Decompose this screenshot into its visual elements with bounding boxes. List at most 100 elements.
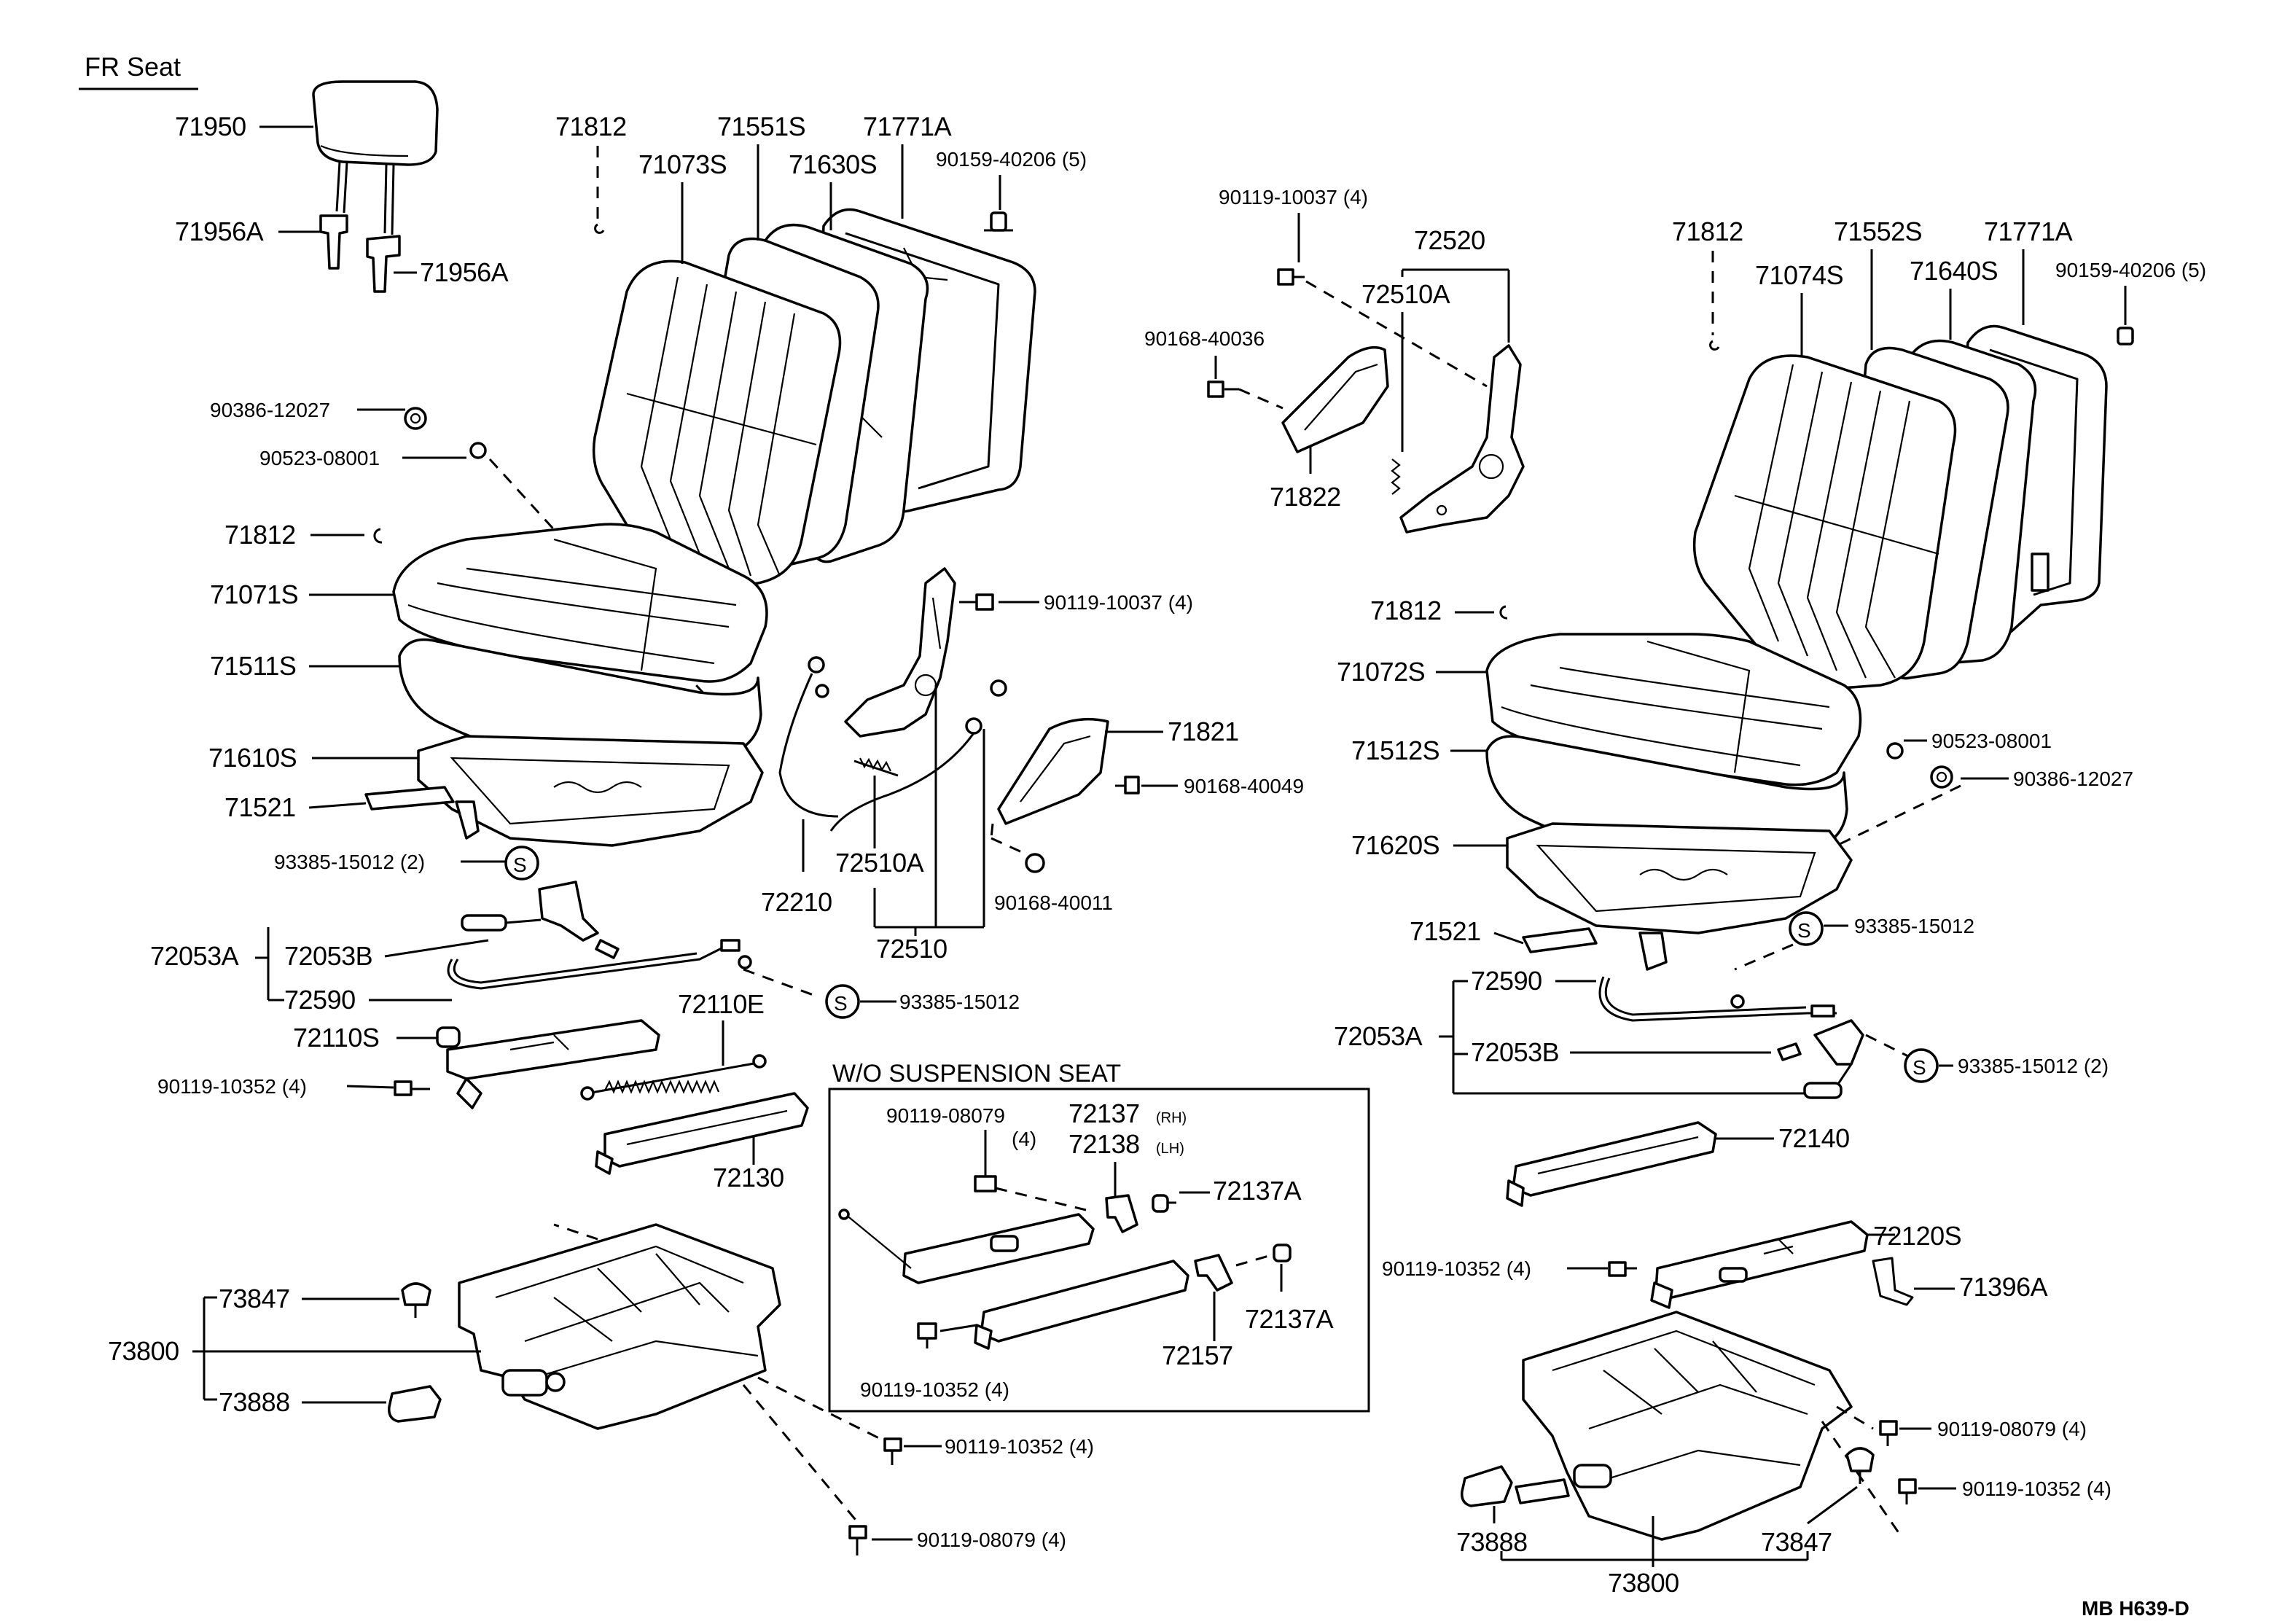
label-71771A-left: 71771A xyxy=(863,112,952,141)
label-71771A-right: 71771A xyxy=(1984,216,2073,246)
label-90119-10037-middle: 90119-10037 (4) xyxy=(1044,591,1193,614)
bolt-90119-08079-right xyxy=(1879,1420,1898,1446)
recliner-72520-top xyxy=(1399,344,1525,534)
washer-90523-left xyxy=(469,442,487,459)
seat-suspension-73800 xyxy=(458,1223,781,1430)
label-71521-right: 71521 xyxy=(1410,916,1481,946)
label-72590-left: 72590 xyxy=(284,985,356,1015)
bolt-90119-08079-bottom xyxy=(848,1525,867,1555)
label-73847-left: 73847 xyxy=(219,1284,290,1313)
label-71610S: 71610S xyxy=(208,743,297,773)
label-72110S: 72110S xyxy=(293,1023,379,1053)
knob-73888-right xyxy=(1461,1465,1570,1507)
label-72210: 72210 xyxy=(761,887,832,917)
label-72510: 72510 xyxy=(876,934,948,964)
bolt-90119-10037-top xyxy=(1277,268,1305,286)
strip-71521-right xyxy=(1522,927,1668,971)
seat-spring-frame-71620S-right xyxy=(1506,822,1853,934)
label-71821: 71821 xyxy=(1168,717,1239,746)
inset-label-72137A-2: 72137A xyxy=(1245,1304,1334,1334)
label-71812-top: 71812 xyxy=(555,112,627,141)
clip-71812-top xyxy=(594,223,605,234)
label-71630S: 71630S xyxy=(789,149,877,179)
label-71812-right-2: 71812 xyxy=(1370,596,1442,625)
label-71956A-1: 71956A xyxy=(175,216,264,246)
label-71620S: 71620S xyxy=(1351,830,1439,860)
label-71551S: 71551S xyxy=(717,112,805,141)
inset-label-72137A-1: 72137A xyxy=(1213,1176,1302,1206)
s-symbol-left-1: S xyxy=(504,846,539,881)
inset-bolt-90119-10352 xyxy=(917,1322,937,1348)
label-90119-10037-top: 90119-10037 (4) xyxy=(1219,186,1368,208)
label-73800-left: 73800 xyxy=(108,1336,179,1366)
seat-rail-72140 xyxy=(1506,1121,1717,1207)
spring-72110E xyxy=(580,1054,767,1101)
bolt-90119-10352-left xyxy=(394,1080,430,1096)
label-73888-left: 73888 xyxy=(219,1387,290,1417)
label-93385-right-1: 93385-15012 xyxy=(1854,915,1974,937)
label-73847-right: 73847 xyxy=(1761,1527,1832,1557)
label-71512S: 71512S xyxy=(1351,735,1439,765)
label-72140: 72140 xyxy=(1778,1123,1850,1153)
label-72053A-right: 72053A xyxy=(1334,1021,1423,1051)
drawing-code: MB H639-D xyxy=(2082,1597,2189,1620)
cover-71821 xyxy=(997,717,1109,825)
svg-text:S: S xyxy=(1797,919,1811,942)
bumper-73847-right xyxy=(1845,1447,1875,1484)
strip-71521-left xyxy=(364,786,480,840)
label-71822: 71822 xyxy=(1270,482,1341,512)
label-71396A: 71396A xyxy=(1959,1272,2048,1302)
label-90119-10352-right-2: 90119-10352 (4) xyxy=(1962,1477,2111,1500)
nut-90386-right xyxy=(1930,765,1953,789)
label-90159-left: 90159-40206 (5) xyxy=(936,148,1087,171)
bolt-90119-10352-right xyxy=(1608,1261,1637,1277)
label-72510A-top: 72510A xyxy=(1361,279,1450,309)
s-symbol-right-1: S xyxy=(1789,911,1824,946)
inset-bracket-72137 xyxy=(1105,1194,1138,1233)
label-90168-40049: 90168-40049 xyxy=(1184,775,1304,797)
label-93385-left-1: 93385-15012 (2) xyxy=(274,851,425,873)
inset-bolt-90119-08079 xyxy=(974,1159,997,1192)
seat-adjuster-72120S xyxy=(1650,1220,1869,1309)
label-90159-right: 90159-40206 (5) xyxy=(2055,259,2206,281)
headrest-guide-71956A-2 xyxy=(366,235,401,293)
label-72130: 72130 xyxy=(713,1163,784,1192)
label-90119-10352-left: 90119-10352 (4) xyxy=(157,1075,307,1098)
label-71073S: 71073S xyxy=(638,149,727,179)
label-90119-08079-bottom: 90119-08079 (4) xyxy=(917,1529,1066,1551)
label-90523-right: 90523-08001 xyxy=(1931,730,2052,752)
cover-71822 xyxy=(1281,346,1389,453)
spring-72510-middle xyxy=(853,757,899,777)
label-71812-left: 71812 xyxy=(224,520,296,550)
screw-90159-left xyxy=(984,211,1013,232)
nut-90386-left xyxy=(404,407,427,430)
label-72053B-left: 72053B xyxy=(284,941,372,971)
inset-label-72138: 72138 xyxy=(1068,1129,1140,1159)
screw-90168-40049 xyxy=(1115,776,1140,795)
washer-90523-right xyxy=(1886,742,1904,760)
label-73888-right: 73888 xyxy=(1456,1527,1528,1557)
label-71956A-2: 71956A xyxy=(420,257,509,287)
inset-clip-72137A-1 xyxy=(1152,1194,1176,1213)
label-72120S: 72120S xyxy=(1873,1221,1961,1251)
page-title: FR Seat xyxy=(85,52,181,82)
bolt-90119-10352-bottom xyxy=(883,1437,902,1465)
inset-title: W/O SUSPENSION SEAT xyxy=(832,1060,1121,1088)
inset-rail-upper xyxy=(838,1209,1095,1284)
seat-rail-72130 xyxy=(595,1092,809,1175)
seat-adjuster-72110S xyxy=(436,1019,660,1109)
label-73800-right: 73800 xyxy=(1608,1568,1679,1598)
inset-label-qty: (4) xyxy=(1012,1128,1036,1150)
label-72510A-middle: 72510A xyxy=(835,848,924,878)
screw-90159-right xyxy=(2117,327,2134,346)
recliner-72510A-middle xyxy=(844,567,956,738)
inset-bracket-72157 xyxy=(1194,1254,1233,1292)
headrest-71950 xyxy=(312,80,439,235)
label-90119-08079-right: 90119-08079 (4) xyxy=(1937,1418,2087,1440)
label-72520: 72520 xyxy=(1414,225,1485,255)
knob-73888-left xyxy=(388,1385,442,1423)
inset-label-90119-10352: 90119-10352 (4) xyxy=(860,1378,1009,1401)
s-symbol-right-2: S xyxy=(1904,1048,1939,1083)
inset-rail-lower xyxy=(974,1260,1189,1350)
